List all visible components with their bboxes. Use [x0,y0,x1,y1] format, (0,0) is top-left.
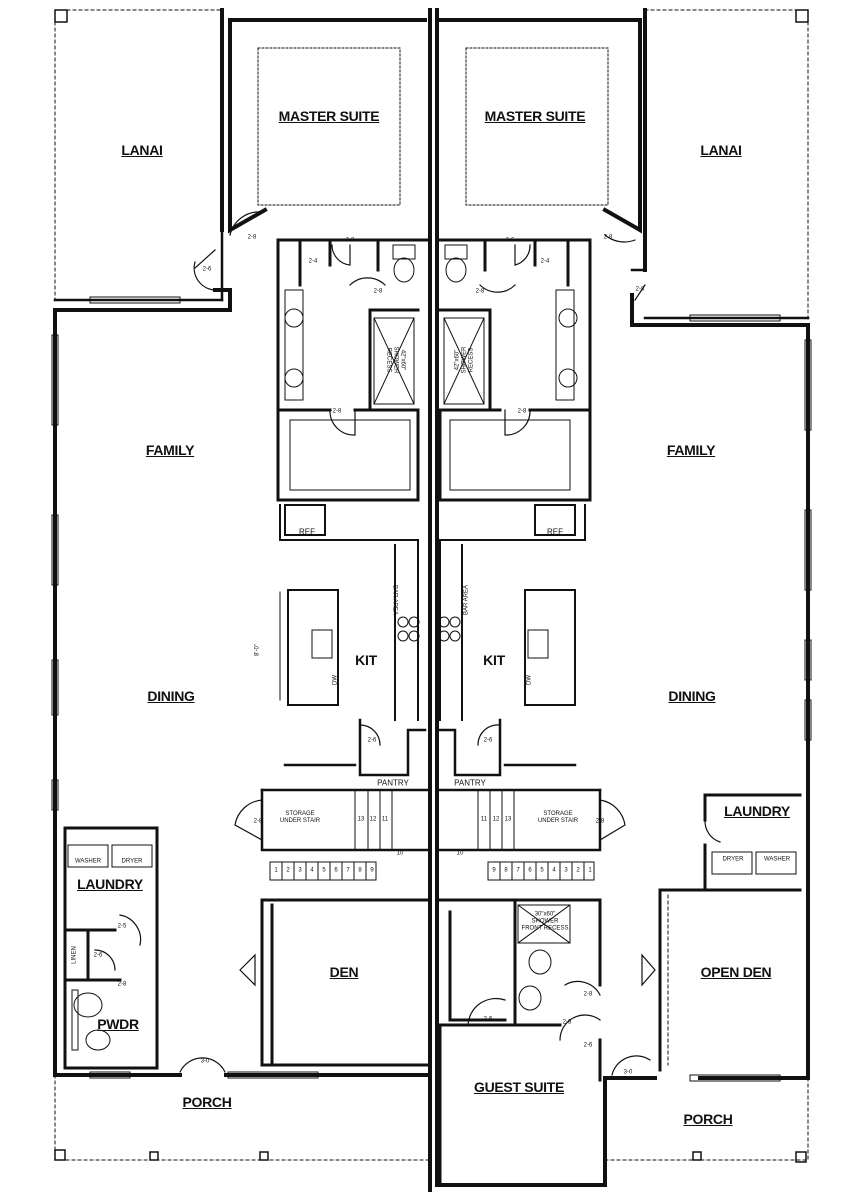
stair-step-number: 13 [504,816,512,823]
bar-area-label-right: BAR AREA [463,584,470,616]
room-dining-right: DINING [668,688,716,704]
ref-label-right: REF [547,527,563,537]
stair-step-number: 1 [274,867,278,874]
room-laundry-right: LAUNDRY [724,803,790,819]
stair-step-number: 3 [564,867,568,874]
stair-landing-left: 10 [396,850,404,857]
room-lanai-right: LANAI [700,142,742,158]
door-tag: 2-6 [202,266,212,273]
room-family-right: FAMILY [666,442,716,458]
stair-landing-right: 10 [456,850,464,857]
linen-label: LINEN [71,946,78,964]
door-tag: 2-5 [117,923,127,930]
stair-step-number: 4 [310,867,314,874]
washer-label-left: WASHER [74,858,102,865]
right-unit-walls [428,8,810,1192]
door-tag: 2-6 [93,952,103,959]
left-unit-walls [53,8,432,1077]
room-den: DEN [329,964,359,980]
door-tag: 2-8 [247,234,257,241]
dryer-label-left: DRYER [121,858,143,865]
room-kit-right: KIT [483,652,505,668]
door-tag: 3-0 [200,1058,210,1065]
room-pwdr: PWDR [97,1016,139,1032]
stair-step-number: 13 [357,816,365,823]
stair-step-number: 11 [381,816,389,823]
door-tag: 3-0 [623,1069,633,1076]
stair-step-number: 7 [516,867,520,874]
stair-step-number: 7 [346,867,350,874]
stair-step-number: 4 [552,867,556,874]
dw-label-left: DW [332,675,339,685]
door-tag: 2-8 [475,288,485,295]
stair-step-number: 9 [492,867,496,874]
room-laundry-left: LAUNDRY [77,876,143,892]
door-tag: 2-8 [117,981,127,988]
room-kit-left: KIT [355,652,377,668]
door-tag: 2-6 [483,1016,493,1023]
door-tag: 2-8 [332,408,342,415]
door-tag: 2-6 [505,237,515,244]
room-open-den: OPEN DEN [700,964,772,980]
door-tag: 2-6 [583,1042,593,1049]
room-master-suite-left: MASTER SUITE [278,108,380,124]
stair-step-number: 9 [370,867,374,874]
room-family-left: FAMILY [145,442,195,458]
door-tag: 2-8 [517,408,527,415]
stair-step-number: 5 [322,867,326,874]
party-wall [428,8,439,1187]
dryer-label-right: DRYER [722,856,744,863]
stair-step-number: 12 [369,816,377,823]
door-tag: 2-8 [635,286,645,293]
room-porch-right: PORCH [683,1111,733,1127]
stair-step-number: 8 [358,867,362,874]
stair-step-number: 1 [588,867,592,874]
door-tag: 2-4 [308,258,318,265]
room-lanai-left: LANAI [121,142,163,158]
stair-step-number: 12 [492,816,500,823]
room-dining-left: DINING [147,688,195,704]
pantry-label-right: PANTRY [454,778,486,788]
stair-step-number: 6 [334,867,338,874]
stair-step-number: 2 [286,867,290,874]
door-tag: 2-8 [345,237,355,244]
room-master-suite-right: MASTER SUITE [484,108,586,124]
stair-step-number: 8 [504,867,508,874]
door-tag: 2-8 [583,991,593,998]
washer-label-right: WASHER [763,856,791,863]
door-tag: 2-8 [595,818,605,825]
stair-step-number: 3 [298,867,302,874]
door-tag: 2-8 [603,234,613,241]
pantry-label-left: PANTRY [377,778,409,788]
door-tag: 2-8 [373,288,383,295]
door-tag: 2-8 [253,818,263,825]
stair-step-number: 2 [576,867,580,874]
dashed-outlines [54,9,809,1161]
stair-step-number: 5 [540,867,544,874]
room-porch-left: PORCH [182,1094,232,1110]
door-tag: 2-6 [483,737,493,744]
bar-area-label-left: BAR AREA [391,584,398,616]
dw-label-right: DW [526,675,533,685]
island-dimension: 8'-0" [254,644,261,656]
ref-label-left: REF [299,527,315,537]
stair-step-number: 6 [528,867,532,874]
stair-step-number: 11 [480,816,488,823]
door-tag: 2-4 [540,258,550,265]
door-tag: 2-8 [562,1019,572,1026]
door-tag: 2-6 [367,737,377,744]
room-guest-suite: GUEST SUITE [473,1079,565,1095]
